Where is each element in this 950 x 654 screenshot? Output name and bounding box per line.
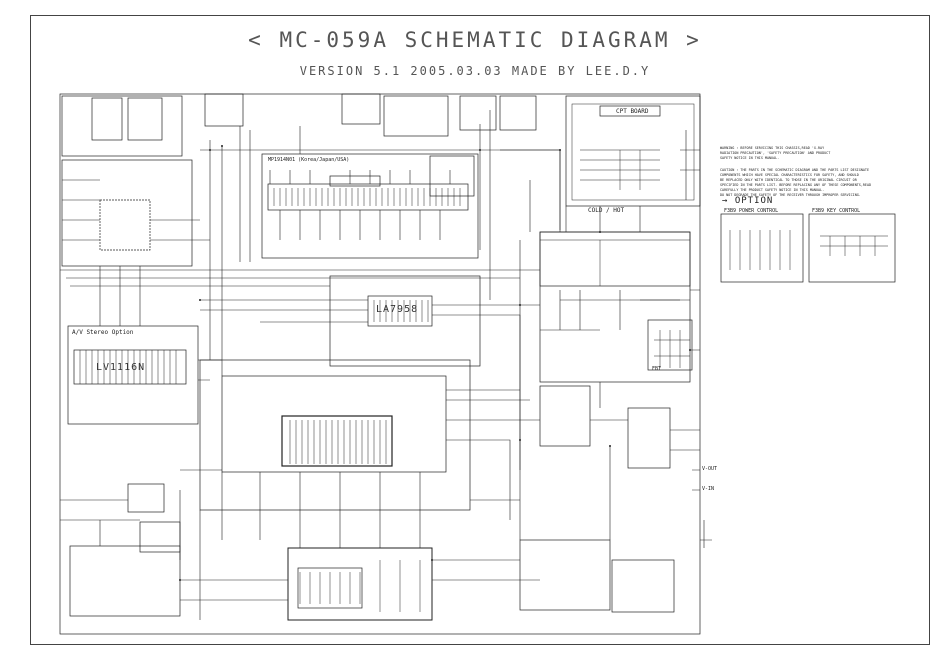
diagram-subtitle: VERSION 5.1 2005.03.03 MADE BY LEE.D.Y <box>299 64 651 78</box>
la7958-chip <box>367 295 433 327</box>
caution-note-line-3: BE REPLACED ONLY WITH IDENTICAL TO THOSE… <box>720 178 857 182</box>
caution-note-line-4: SPECIFIED IN THE PARTS LIST. BEFORE REPL… <box>720 183 872 187</box>
option-key-box <box>808 213 896 283</box>
safety-note-line-1: WARNING : BEFORE SERVICING THIS CHASSIS,… <box>720 146 825 150</box>
option-power-label: F3B9 POWER CONTROL <box>724 208 779 214</box>
diagram-title: < MC-059A SCHEMATIC DIAGRAM > <box>248 28 702 52</box>
la7958-label: LA7958 <box>376 304 419 315</box>
lv1116n-label: LV1116N <box>96 362 146 373</box>
safety-note-line-2: RADIATION PRECAUTION', 'SAFETY PRECAUTIO… <box>720 151 831 155</box>
cpt-board-label: CPT BOARD <box>616 108 649 115</box>
fbt-label: FBT <box>652 366 662 372</box>
caution-note-line-6: DO NOT DEGRADE THE SAFETY OF THE RECEIVE… <box>720 193 861 197</box>
option-key-label: F3B9 KEY CONTROL <box>812 208 861 214</box>
jack-v-out: V-OUT <box>702 466 718 472</box>
jack-v-in: V-IN <box>702 486 715 492</box>
fbt-box <box>647 319 693 371</box>
page-frame <box>30 15 930 645</box>
safety-note-line-3: SAFETY NOTICE IN THIS MANUAL. <box>720 156 780 160</box>
option-heading: → OPTION <box>722 196 774 206</box>
av-stereo-box <box>67 325 199 425</box>
lv1116n-chip <box>73 349 187 385</box>
av-stereo-option-label: A/V Stereo Option <box>72 329 134 336</box>
caution-note-line-2: COMPONENTS WHICH HAVE SPECIAL CHARACTERI… <box>720 173 859 177</box>
cold-hot-label: COLD / HOT <box>588 207 625 214</box>
option-power-box <box>720 213 804 283</box>
main-schematic-area <box>59 93 701 635</box>
micom-label: MP1914N01 (Korea/Japan/USA) <box>268 157 350 163</box>
caution-note-line-5: CAREFULLY THE PRODUCT SAFETY NOTICE IN T… <box>720 188 825 192</box>
cpt-board-box <box>565 95 701 207</box>
caution-note-line-1: CAUTION : THE PARTS IN THE SCHEMATIC DIA… <box>720 168 870 172</box>
